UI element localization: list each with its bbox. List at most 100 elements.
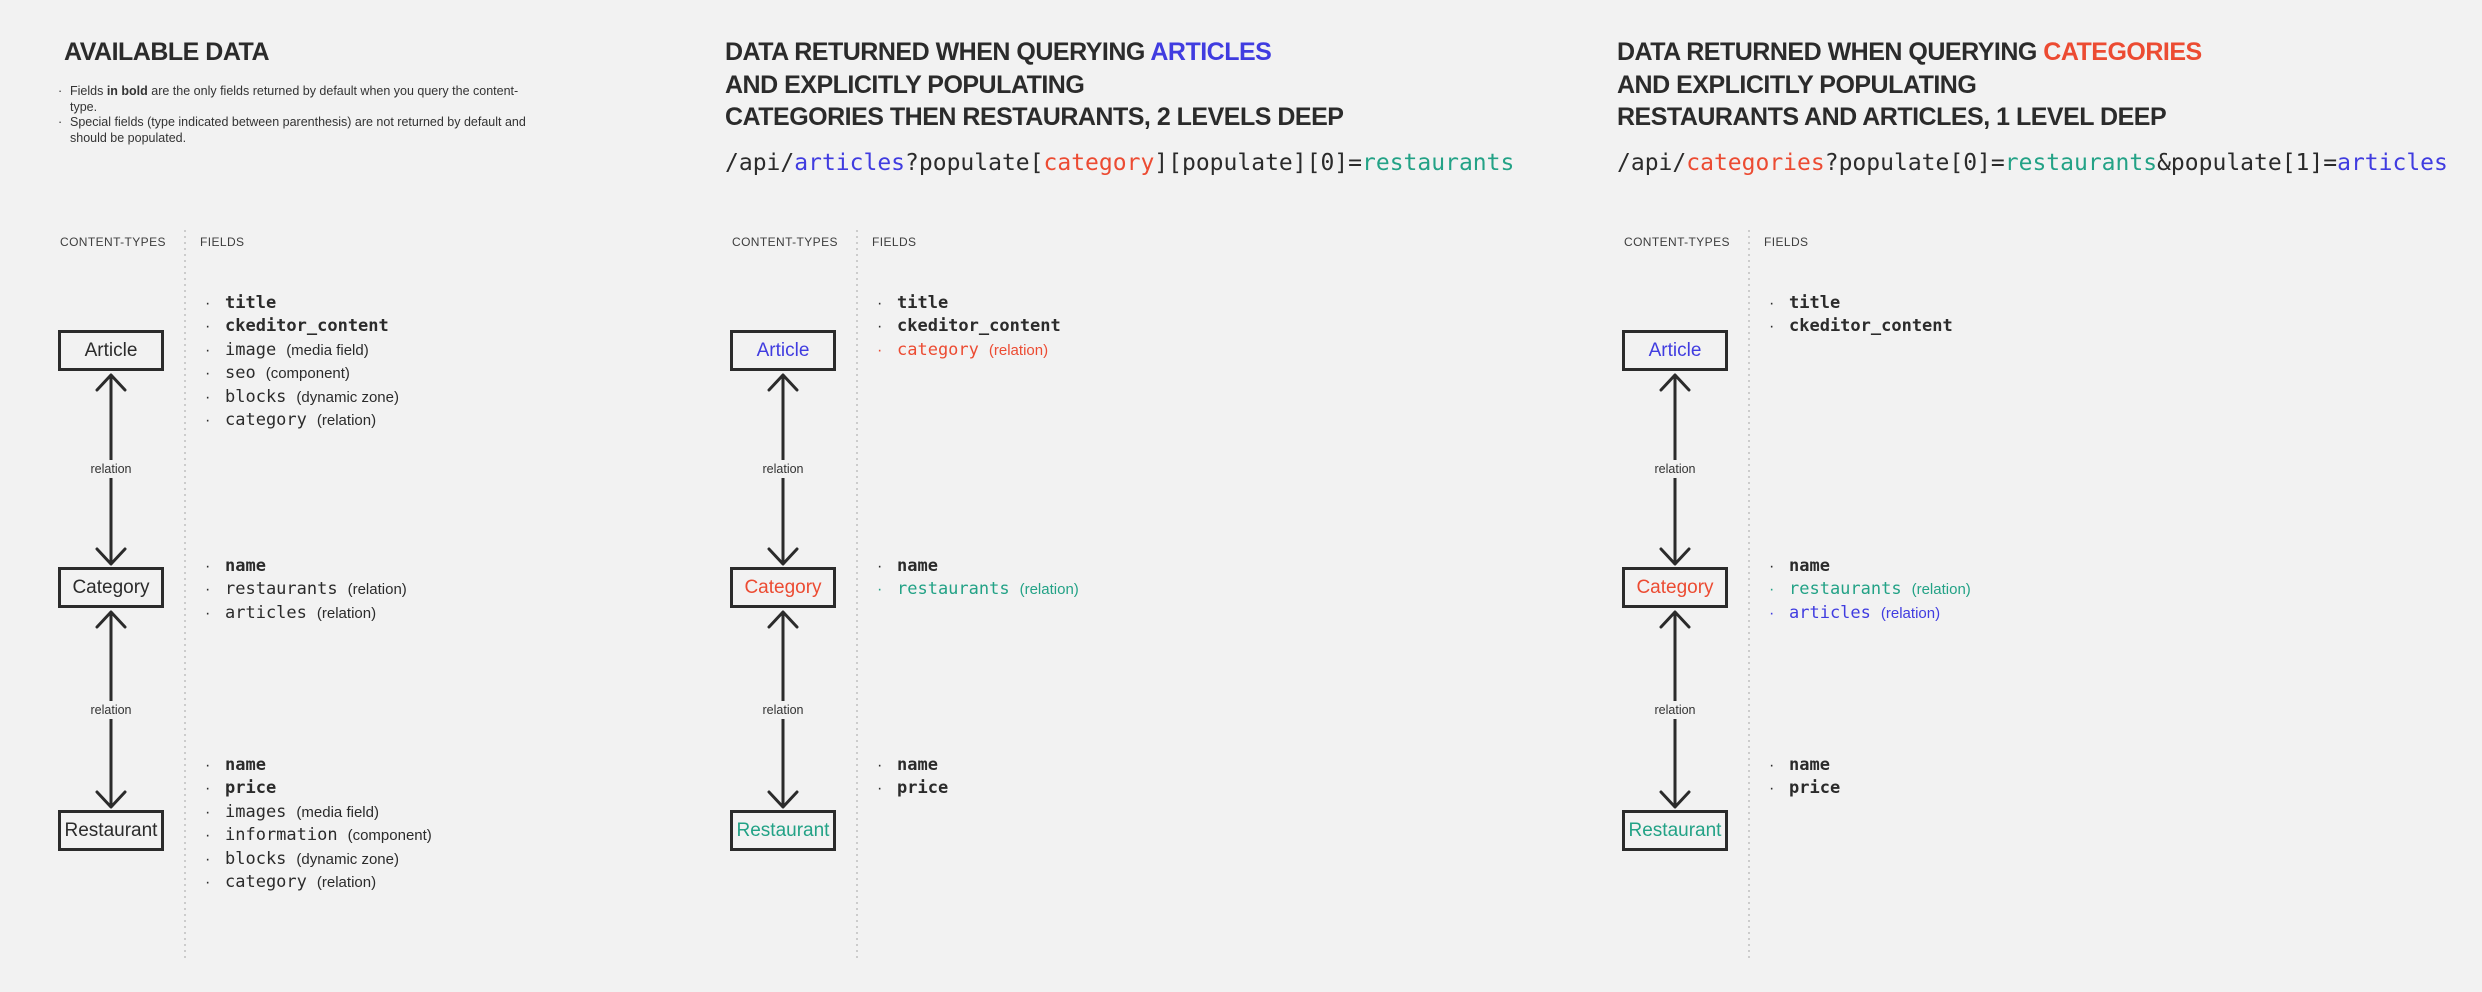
api-url-part: articles [2337, 150, 2448, 176]
content-type-box-label: Article [1648, 339, 1702, 361]
field-name: title [897, 293, 949, 313]
column-header: DATA RETURNED WHEN QUERYING CATEGORIES A… [1617, 36, 2202, 134]
title-text: AND EXPLICITLY POPULATING [1617, 70, 1977, 99]
legend-note-text: Special fields (type indicated between p… [70, 115, 526, 145]
bullet-icon: · [58, 115, 63, 129]
column-query-articles: DATA RETURNED WHEN QUERYING ARTICLES AND… [725, 0, 1600, 992]
field-row: · title [1769, 293, 1953, 316]
bullet-icon: · [877, 318, 883, 336]
bullet-icon: · [205, 757, 211, 774]
content-types-label: CONTENT-TYPES [732, 235, 838, 249]
api-url-part: ?populate[ [905, 150, 1044, 176]
field-row: · price [1769, 778, 1840, 801]
column-query-categories: DATA RETURNED WHEN QUERYING CATEGORIES A… [1617, 0, 2480, 992]
content-type-box-label: Restaurant [1628, 819, 1722, 841]
field-type-annotation: (media field) [286, 341, 369, 359]
bullet-icon: · [1769, 757, 1775, 774]
api-url-part: articles [794, 150, 906, 176]
field-name: category [225, 871, 307, 892]
api-url-part: category [1043, 150, 1155, 176]
legend-note: · Fields in bold are the only fields ret… [58, 84, 532, 115]
field-row: · blocks (dynamic zone) [205, 849, 432, 872]
field-type-annotation: (relation) [1911, 581, 1971, 599]
page-title: AVAILABLE DATA [64, 36, 270, 69]
bullet-icon: · [205, 318, 211, 336]
field-row: · seo (component) [205, 363, 399, 386]
field-row: · category (relation) [205, 410, 399, 433]
bullet-icon: · [877, 341, 883, 359]
field-type-annotation: (media field) [296, 803, 379, 821]
fields-list-article: · title · ckeditor_content [1769, 293, 1953, 340]
field-row: · image (media field) [205, 340, 399, 363]
bullet-icon: · [205, 365, 211, 383]
field-row: · name [205, 556, 407, 579]
content-type-box-article: Article [1622, 330, 1728, 371]
field-row: · category (relation) [877, 340, 1061, 363]
fields-list-category: · name · restaurants (relation) · articl… [205, 556, 407, 626]
field-name: restaurants [1789, 579, 1902, 600]
bullet-icon: · [58, 84, 63, 98]
field-name: seo [225, 363, 256, 384]
field-row: · information (component) [205, 825, 432, 848]
api-url-part: ?populate[0]= [1824, 150, 2005, 176]
bullet-icon: · [205, 581, 211, 599]
content-type-box-label: Article [84, 339, 138, 361]
content-types-label: CONTENT-TYPES [60, 235, 166, 249]
title-text: DATA RETURNED WHEN QUERYING [725, 38, 1151, 66]
field-row: · category (relation) [205, 872, 432, 895]
field-name: information [225, 825, 338, 846]
bullet-icon: · [1769, 581, 1775, 599]
field-row: · title [877, 293, 1061, 316]
field-name: name [225, 556, 266, 576]
bullet-icon: · [205, 803, 211, 821]
field-row: · name [877, 755, 948, 778]
page-title: CATEGORIES THEN RESTAURANTS, 2 LEVELS DE… [725, 101, 1344, 134]
fields-list-restaurant: · name · price · images (media field) · … [205, 755, 432, 895]
api-url-part: restaurants [1362, 150, 1515, 176]
bullet-icon: · [877, 780, 883, 798]
bullet-icon: · [1769, 295, 1775, 312]
field-name: blocks [225, 386, 287, 407]
field-name: name [225, 755, 266, 775]
field-name: restaurants [897, 579, 1010, 600]
field-type-annotation: (relation) [316, 411, 377, 429]
title-highlight: ARTICLES [1150, 38, 1272, 66]
fields-label: FIELDS [872, 235, 917, 249]
content-type-box-label: Category [72, 576, 150, 598]
page-title: AND EXPLICITLY POPULATING [725, 69, 1343, 102]
content-type-box-category: Category [58, 567, 164, 608]
field-type-annotation: (relation) [1880, 604, 1941, 622]
legend-notes: · Fields in bold are the only fields ret… [58, 84, 532, 146]
bullet-icon: · [205, 780, 211, 798]
field-row: · restaurants (relation) [877, 579, 1079, 602]
fields-list-category: · name · restaurants (relation) [877, 556, 1079, 603]
field-name: articles [225, 602, 307, 623]
field-row: · ckeditor_content [1769, 316, 1953, 339]
bullet-icon: · [205, 827, 211, 845]
fields-label: FIELDS [200, 235, 245, 249]
field-name: name [897, 755, 938, 775]
field-row: · restaurants (relation) [205, 579, 407, 602]
content-type-box-article: Article [730, 330, 836, 371]
field-type-annotation: (relation) [347, 581, 407, 599]
bullet-icon: · [1769, 780, 1775, 798]
dotted-divider [1748, 230, 1750, 958]
field-row: · articles (relation) [205, 603, 407, 626]
column-available-data: AVAILABLE DATA · Fields in bold are the … [58, 0, 703, 992]
bullet-icon: · [205, 341, 211, 359]
content-type-box-label: Category [744, 576, 822, 598]
content-type-box-label: Article [756, 339, 810, 361]
title-text: AND EXPLICITLY POPULATING [725, 70, 1085, 99]
field-name: image [225, 339, 277, 360]
content-type-box-label: Category [1636, 576, 1714, 598]
bullet-icon: · [205, 850, 211, 868]
column-header: AVAILABLE DATA [64, 36, 270, 69]
field-name: price [1789, 778, 1841, 799]
relation-label: relation [758, 460, 808, 478]
field-name: category [897, 339, 979, 360]
relation-label: relation [86, 460, 136, 478]
page-title: DATA RETURNED WHEN QUERYING CATEGORIES [1617, 36, 2202, 69]
field-name: price [225, 778, 277, 799]
field-row: · name [205, 755, 432, 778]
